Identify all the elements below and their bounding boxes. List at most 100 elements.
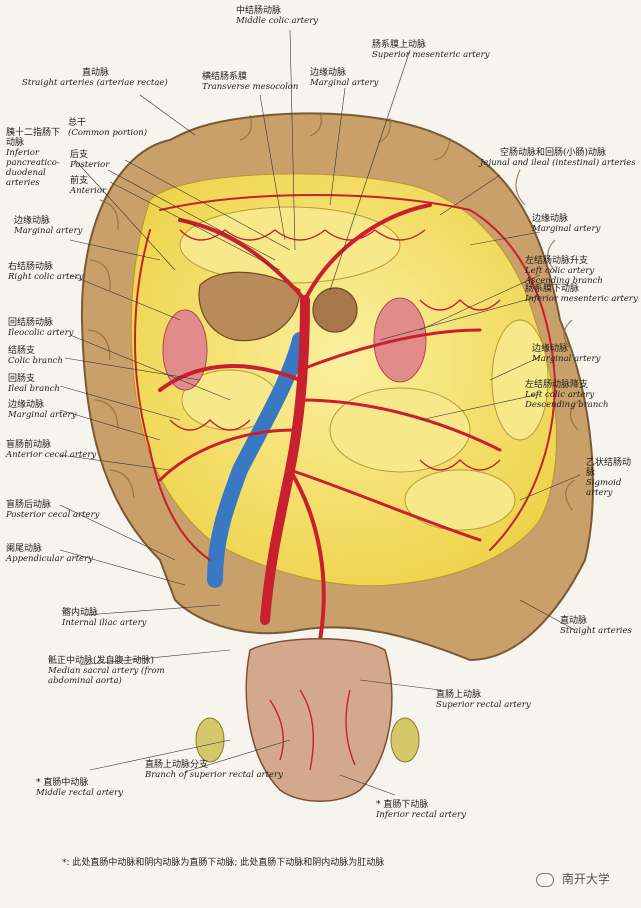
leader-lines xyxy=(59,29,581,796)
label-en: Anterior xyxy=(70,186,107,196)
seminal-glands xyxy=(195,717,420,763)
label-marginal-artery-left: 边缘动脉 Marginal artery xyxy=(14,216,82,236)
label-zh: 胰十二指肠下动脉 xyxy=(6,128,61,148)
label-en: Marginal artery xyxy=(532,354,601,364)
label-zh: 肠系膜下动脉 xyxy=(525,284,580,294)
label-en: Left colic artery Descending branch xyxy=(525,390,609,410)
label-en: Median sacral artery (from abdominal aor… xyxy=(48,666,165,686)
label-en: Marginal artery xyxy=(8,410,77,420)
label-zh: 回结肠动脉 xyxy=(8,318,54,328)
label-en: Middle rectal artery xyxy=(36,788,123,798)
label-en: Inferior pancreatico-duodenal arteries xyxy=(6,148,60,188)
label-zh: 右结肠动脉 xyxy=(8,262,54,272)
label-anterior-cecal-artery: 盲肠前动脉 Anterior cecal artery xyxy=(6,440,96,460)
wechat-icon xyxy=(536,872,554,887)
label-zh: * 直肠中动脉 xyxy=(36,778,89,788)
label-straight-arteries-bottom: 直动脉 Straight arteries xyxy=(560,616,632,636)
label-superior-mesenteric-artery: 肠系膜上动脉 Superior mesenteric artery xyxy=(372,40,490,60)
label-en: Marginal artery xyxy=(532,224,601,234)
label-zh: 横结肠系膜 xyxy=(202,72,248,82)
label-zh: 盲肠前动脉 xyxy=(6,440,52,450)
small-intestine xyxy=(179,206,549,531)
watermark: 南开大学 xyxy=(536,870,610,887)
label-en: Middle colic artery xyxy=(236,16,318,26)
label-inferior-pancreaticoduodenal: 胰十二指肠下动脉 Inferior pancreatico-duodenal a… xyxy=(6,128,66,188)
label-en: Inferior mesenteric artery xyxy=(525,294,638,304)
label-right-colic-artery: 右结肠动脉 Right colic artery xyxy=(8,262,83,282)
label-marginal-artery-right-2: 边缘动脉 Marginal artery xyxy=(532,344,600,364)
label-branch-superior-rectal: 直肠上动脉分支 Branch of superior rectal artery xyxy=(145,760,283,780)
label-en: Transverse mesocolon xyxy=(202,82,299,92)
label-internal-iliac-artery: 髂内动脉 Internal iliac artery xyxy=(62,608,146,628)
label-anterior: 前支 Anterior xyxy=(70,176,106,196)
label-sigmoid-artery: 乙状结肠动脉 Sigmoid artery xyxy=(586,458,638,498)
label-zh: 边缘动脉 xyxy=(532,214,569,224)
label-superior-rectal-artery: 直肠上动脉 Superior rectal artery xyxy=(436,690,531,710)
label-posterior-cecal-artery: 盲肠后动脉 Posterior cecal artery xyxy=(6,500,99,520)
label-en: Superior rectal artery xyxy=(436,700,531,710)
label-zh: 肠系膜上动脉 xyxy=(372,40,427,50)
label-en: Anterior cecal artery xyxy=(6,450,97,460)
label-en: Colic branch xyxy=(8,356,63,366)
label-zh: 空肠动脉和回肠(小肠)动脉 xyxy=(500,148,607,158)
label-middle-rectal-artery: * 直肠中动脉 Middle rectal artery xyxy=(36,778,123,798)
label-en: Inferior rectal artery xyxy=(376,810,466,820)
watermark-text: 南开大学 xyxy=(561,872,610,886)
label-zh: 直肠上动脉分支 xyxy=(145,760,209,770)
label-jejunal-ileal: 空肠动脉和回肠(小肠)动脉 Jejunal and ileal (intesti… xyxy=(480,148,636,168)
label-colic-branch: 结肠支 Colic branch xyxy=(8,346,63,366)
label-zh: * 直肠下动脉 xyxy=(376,800,429,810)
label-en: Appendicular artery xyxy=(6,554,93,564)
label-marginal-artery-right-1: 边缘动脉 Marginal artery xyxy=(532,214,600,234)
label-en: Left colic artery Ascending branch xyxy=(525,266,603,286)
label-zh: 结肠支 xyxy=(8,346,36,356)
pancreas-head xyxy=(312,287,358,333)
label-en: Posterior xyxy=(70,160,110,170)
label-zh: 边缘动脉 xyxy=(532,344,569,354)
label-posterior: 后支 Posterior xyxy=(70,150,109,170)
label-appendicular-artery: 阑尾动脉 Appendicular artery xyxy=(6,544,93,564)
label-en: Jejunal and ileal (intestinal) arteries xyxy=(480,158,636,168)
label-zh: 中结肠动脉 xyxy=(236,6,282,16)
label-transverse-mesocolon: 横结肠系膜 Transverse mesocolon xyxy=(202,72,298,92)
label-zh: 阑尾动脉 xyxy=(6,544,43,554)
label-en: Marginal artery xyxy=(14,226,83,236)
rectum xyxy=(245,638,393,802)
label-zh: 前支 xyxy=(70,176,89,186)
label-inferior-rectal-artery: * 直肠下动脉 Inferior rectal artery xyxy=(376,800,466,820)
label-zh: 边缘动脉 xyxy=(8,400,45,410)
label-zh: 回肠支 xyxy=(8,374,36,384)
label-left-colic-ascending: 左结肠动脉升支 Left colic artery Ascending bran… xyxy=(525,256,635,286)
label-en: Branch of superior rectal artery xyxy=(145,770,283,780)
label-marginal-artery-left-2: 边缘动脉 Marginal artery xyxy=(8,400,76,420)
label-en: (Common portion) xyxy=(68,128,148,138)
label-median-sacral-artery: 骶正中动脉(发自腹主动脉) Median sacral artery (from… xyxy=(48,656,208,686)
label-zh: 后支 xyxy=(70,150,89,160)
label-zh: 左结肠动脉升支 xyxy=(525,256,589,266)
label-common-portion: 总干 (Common portion) xyxy=(68,118,147,138)
label-ileocolic-artery: 回结肠动脉 Ileocolic artery xyxy=(8,318,73,338)
label-zh: 直动脉 xyxy=(560,616,588,626)
label-en: Right colic artery xyxy=(8,272,84,282)
arterial-arcades xyxy=(169,229,501,471)
label-en: Superior mesenteric artery xyxy=(372,50,490,60)
pelvic-vessels xyxy=(269,689,356,771)
label-zh: 总干 xyxy=(68,118,87,128)
label-middle-colic-artery: 中结肠动脉 Middle colic artery xyxy=(236,6,318,26)
label-en: Internal iliac artery xyxy=(62,618,147,628)
label-en: Ileocolic artery xyxy=(8,328,74,338)
label-zh: 左结肠动脉降支 xyxy=(525,380,589,390)
label-en: Straight arteries xyxy=(560,626,632,636)
label-en: Marginal artery xyxy=(310,78,379,88)
colon-haustra xyxy=(87,111,581,511)
label-zh: 直动脉 xyxy=(82,68,110,78)
label-zh: 髂内动脉 xyxy=(62,608,99,618)
label-zh: 直肠上动脉 xyxy=(436,690,482,700)
label-ileal-branch: 回肠支 Ileal branch xyxy=(8,374,60,394)
label-en: Ileal branch xyxy=(8,384,60,394)
label-inferior-mesenteric-artery: 肠系膜下动脉 Inferior mesenteric artery xyxy=(525,284,638,304)
footer-note: *: 此处直肠中动脉和阴内动脉为直肠下动脉; 此处直肠下动脉和阴内动脉为肛动脉 xyxy=(62,858,385,868)
label-en: Sigmoid artery xyxy=(586,478,622,498)
duodenum xyxy=(198,271,301,342)
label-marginal-artery-top: 边缘动脉 Marginal artery xyxy=(310,68,378,88)
